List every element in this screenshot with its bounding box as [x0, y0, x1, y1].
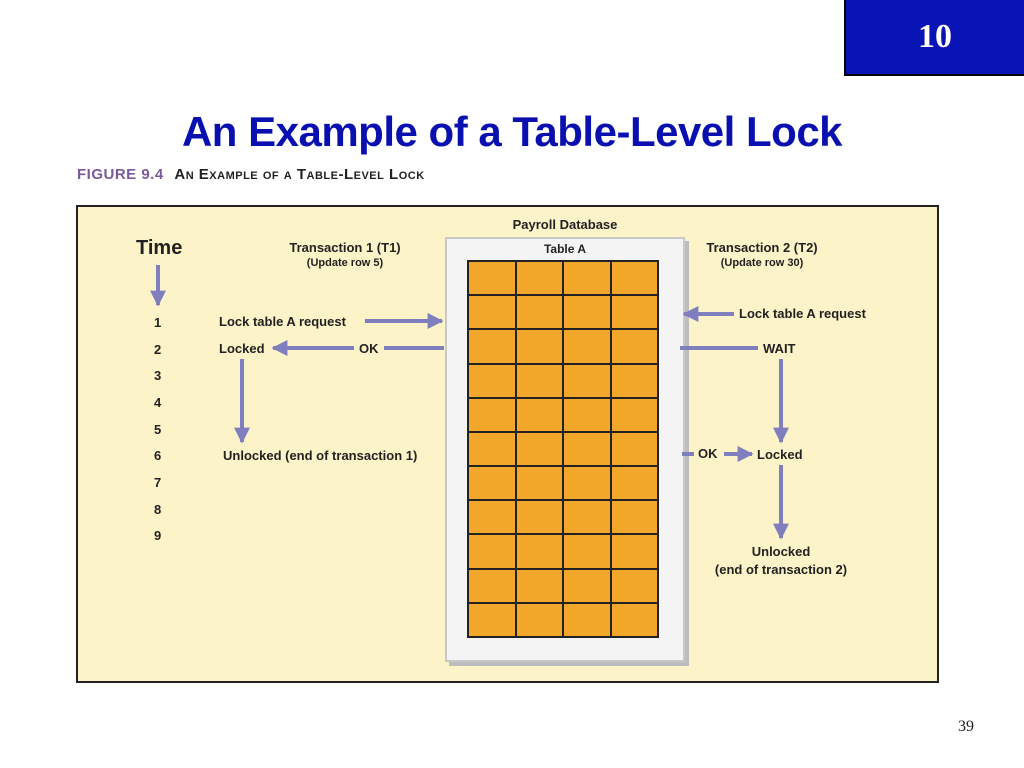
table-cell [611, 296, 657, 329]
t2-ok: OK [698, 446, 718, 461]
table-cell [564, 262, 610, 295]
table-cell [516, 501, 562, 534]
t2-unlocked-detail: (end of transaction 2) [714, 562, 848, 577]
table-cell [469, 296, 515, 329]
table-cell [516, 535, 562, 568]
table-cell [611, 398, 657, 431]
t1-lock-request: Lock table A request [219, 314, 346, 329]
table-cell [516, 398, 562, 431]
table-cell [469, 330, 515, 363]
table-cell [564, 467, 610, 500]
table-cell [564, 569, 610, 602]
figure-caption: FIGURE 9.4 An Example of a Table-Level L… [77, 166, 425, 183]
arrows-layer [150, 265, 789, 540]
table-cell [516, 467, 562, 500]
table-cell [469, 398, 515, 431]
table-cell [564, 398, 610, 431]
table-a-label: Table A [543, 242, 587, 256]
table-cell [564, 501, 610, 534]
time-step-5: 5 [154, 422, 162, 437]
table-a-grid [467, 260, 659, 638]
table-cell [611, 432, 657, 466]
time-step-8: 8 [154, 502, 162, 517]
table-cell [611, 535, 657, 568]
table-cell [469, 467, 515, 500]
figure-title: An Example of a Table-Level Lock [174, 166, 425, 183]
table-cell [611, 603, 657, 636]
table-cell [564, 296, 610, 329]
time-step-7: 7 [154, 475, 162, 490]
t1-ok: OK [359, 341, 379, 356]
time-step-3: 3 [154, 368, 162, 383]
t1-unlocked: Unlocked (end of transaction 1) [223, 448, 418, 463]
table-cell [611, 569, 657, 602]
table-cell [469, 364, 515, 397]
table-cell [611, 467, 657, 500]
time-step-1: 1 [154, 315, 162, 330]
t2-unlocked: Unlocked [751, 544, 811, 559]
database-title: Payroll Database [512, 217, 618, 232]
table-cell [611, 364, 657, 397]
table-cell [564, 603, 610, 636]
t1-title: Transaction 1 (T1) [289, 240, 401, 255]
table-cell [611, 262, 657, 295]
table-cell [516, 296, 562, 329]
diagram-panel: Payroll Database Table A Time 1 2 3 4 5 … [76, 205, 939, 683]
chapter-number: 10 [844, 0, 1024, 76]
t2-wait: WAIT [763, 341, 796, 356]
time-label: Time [136, 237, 183, 259]
table-cell [469, 569, 515, 602]
table-cell [516, 432, 562, 466]
time-step-9: 9 [154, 528, 162, 543]
table-cell [469, 262, 515, 295]
table-cell [611, 501, 657, 534]
table-cell [516, 364, 562, 397]
table-cell [564, 330, 610, 363]
time-step-6: 6 [154, 448, 162, 463]
table-cell [516, 569, 562, 602]
table-cell [469, 501, 515, 534]
table-cell [611, 330, 657, 363]
table-cell [516, 603, 562, 636]
table-cell [469, 603, 515, 636]
figure-number: FIGURE 9.4 [77, 166, 164, 183]
t2-lock-request: Lock table A request [739, 306, 866, 321]
t2-title: Transaction 2 (T2) [706, 240, 818, 255]
table-cell [469, 432, 515, 466]
time-step-2: 2 [154, 342, 162, 357]
t1-locked: Locked [219, 341, 265, 356]
page-number: 39 [958, 718, 974, 735]
table-cell [564, 535, 610, 568]
t2-subtitle: (Update row 30) [720, 257, 804, 269]
t2-locked: Locked [757, 447, 803, 462]
t1-subtitle: (Update row 5) [306, 257, 384, 269]
slide-title: An Example of a Table-Level Lock [181, 108, 843, 155]
time-step-4: 4 [154, 395, 162, 410]
table-cell [564, 364, 610, 397]
table-cell [516, 330, 562, 363]
table-cell [516, 262, 562, 295]
table-cell [564, 432, 610, 466]
table-cell [469, 535, 515, 568]
